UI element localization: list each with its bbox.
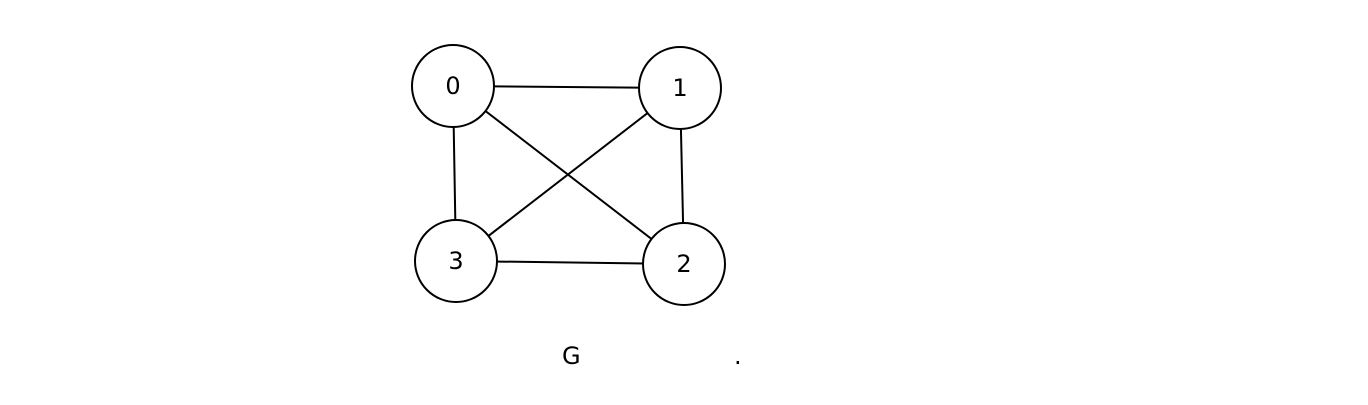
node-3: 3 (414, 219, 498, 303)
node-label-2: 2 (676, 250, 691, 278)
node-0: 0 (411, 44, 495, 128)
edge-1-3 (455, 87, 681, 262)
node-label-0: 0 (445, 72, 460, 100)
node-circle-0 (411, 44, 495, 128)
node-circle-1 (638, 46, 722, 130)
node-label-1: 1 (672, 74, 687, 102)
node-circle-2 (642, 222, 726, 306)
caption-period: . (734, 342, 742, 370)
node-1: 1 (638, 46, 722, 130)
node-2: 2 (642, 222, 726, 306)
graph-caption-label: G (562, 342, 581, 370)
node-label-3: 3 (448, 247, 463, 275)
node-circle-3 (414, 219, 498, 303)
graph-nodes: 0 1 2 3 (411, 44, 726, 306)
